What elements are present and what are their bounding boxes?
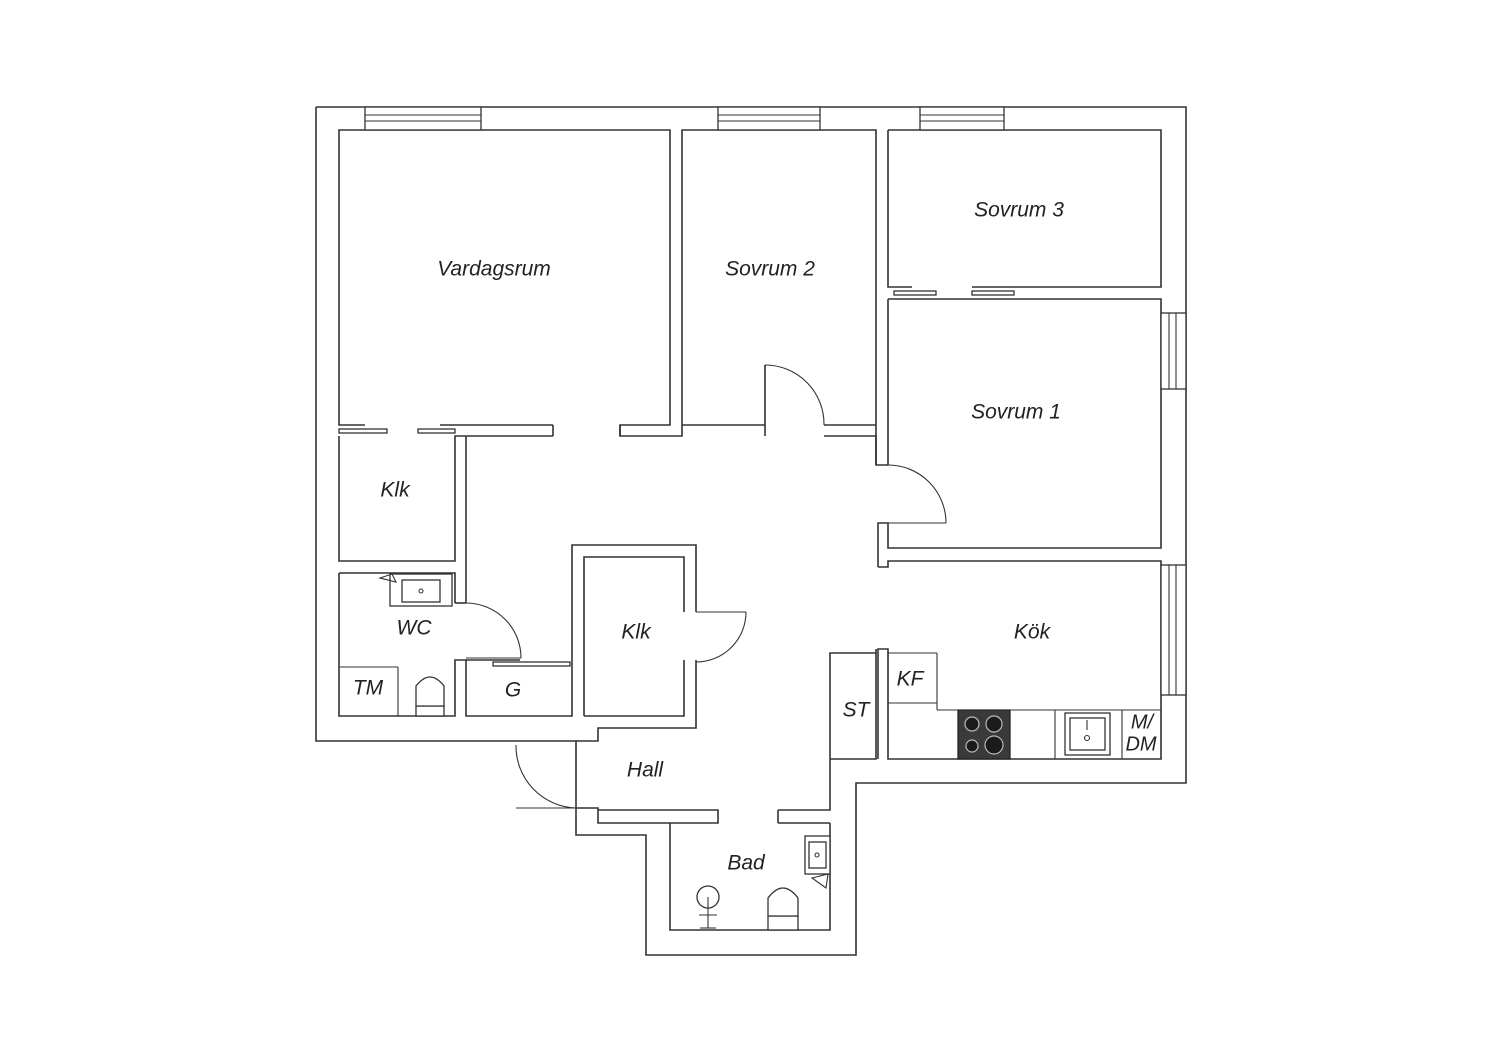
- room-label-sovrum-1: Sovrum 1: [971, 401, 1061, 424]
- room-label-kok: Kök: [1014, 621, 1052, 644]
- door-swing-icon: [338, 290, 1015, 809]
- room-label-wc: WC: [397, 617, 433, 640]
- room-label-hall: Hall: [627, 759, 665, 782]
- shower-icon: [696, 885, 720, 929]
- room-label-st: ST: [843, 699, 872, 722]
- toilet-icon: [767, 887, 799, 931]
- sink-icon: [378, 573, 453, 607]
- room-label-klk-left: Klk: [380, 479, 411, 502]
- room-label-klk-center: Klk: [621, 621, 652, 644]
- room-labels: Vardagsrum Sovrum 2 Sovrum 3 Sovrum 1 Kl…: [353, 199, 1157, 875]
- room-label-tm: TM: [353, 677, 384, 700]
- room-label-md-line2: DM: [1125, 733, 1156, 755]
- sink-icon: [1064, 712, 1111, 756]
- room-label-vardagsrum: Vardagsrum: [437, 258, 551, 281]
- stove-icon: [957, 709, 1011, 760]
- room-label-kf: KF: [897, 668, 925, 691]
- room-label-g: G: [505, 679, 521, 702]
- room-label-sovrum-2: Sovrum 2: [725, 258, 815, 281]
- room-label-md-line1: M/: [1131, 711, 1156, 733]
- toilet-icon: [415, 676, 445, 717]
- outer-walls: [315, 106, 1187, 956]
- room-label-sovrum-3: Sovrum 3: [974, 199, 1064, 222]
- window-icon: [364, 106, 1187, 696]
- room-label-bad: Bad: [727, 852, 766, 875]
- sink-icon: [804, 835, 831, 889]
- room-outlines: [338, 129, 1162, 931]
